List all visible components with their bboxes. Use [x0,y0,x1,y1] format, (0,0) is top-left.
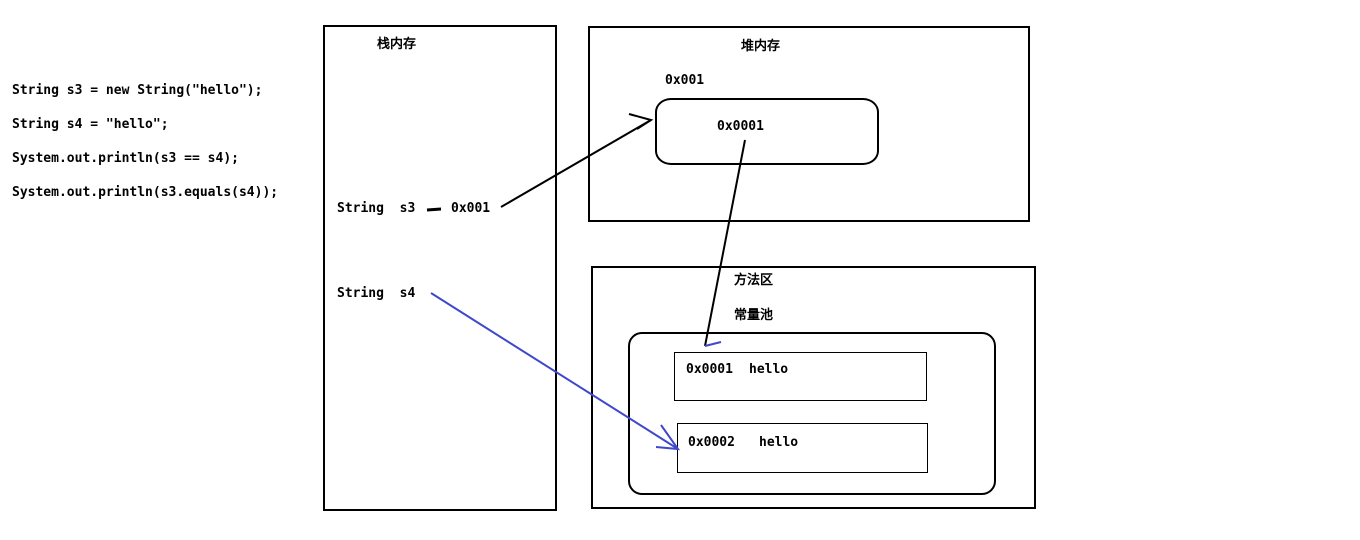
heap-memory-box [588,26,1030,222]
constant-entry-1-address: 0x0001 [686,362,733,377]
heap-memory-title: 堆内存 [741,39,781,54]
s4-to-pool-arrow-line [430,292,679,450]
method-area-box [591,266,1036,509]
constant-pool-title: 常量池 [734,308,774,323]
heap-string-object [655,98,879,165]
method-area-title: 方法区 [734,273,774,288]
stack-memory-box [323,25,557,511]
s3-to-heap-arrow-line [500,119,652,208]
code-line-4: System.out.println(s3.equals(s4)); [12,185,279,200]
stack-memory-title: 栈内存 [377,37,417,52]
constant-entry-1-value: hello [749,362,789,377]
s3-to-heap-arrow-head [628,113,654,130]
constant-entry-2-address: 0x0002 [688,435,735,450]
constant-entry-2-value: hello [759,435,799,450]
constant-entry-1 [674,352,927,401]
code-line-1: String s3 = new String("hello"); [12,83,263,98]
heap-object-value: 0x0001 [717,119,764,134]
stack-s4-declaration: String s4 [337,286,416,301]
stack-s3-value: 0x001 [451,201,491,216]
heap-object-address: 0x001 [665,73,705,88]
s4-to-pool-arrow-head [655,424,681,451]
stack-s3-declaration: String s3 [337,201,416,216]
constant-pool-box [628,332,996,495]
heap-to-pool-arrow-head [704,341,722,347]
code-line-3: System.out.println(s3 == s4); [12,151,239,166]
code-line-2: String s4 = "hello"; [12,117,169,132]
heap-to-pool-arrow-line [704,139,746,347]
s3-assignment-dash [426,207,442,212]
